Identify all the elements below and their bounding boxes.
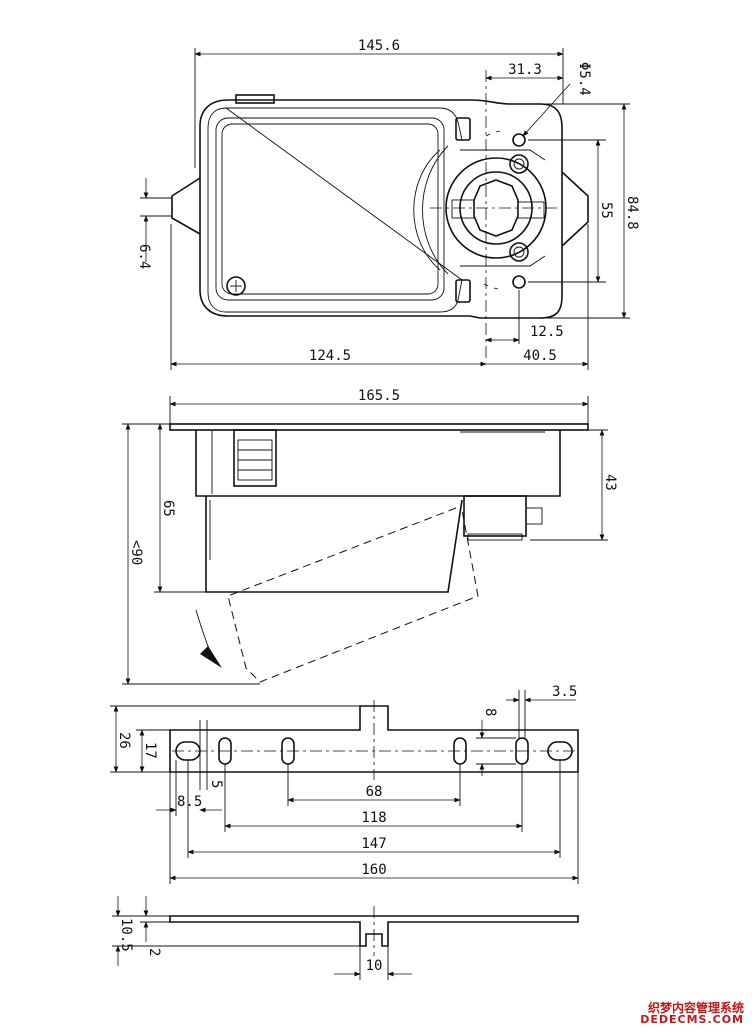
dim-118: 118 bbox=[361, 810, 386, 826]
boss-top bbox=[509, 154, 529, 174]
dim-phi-5-4: Φ5.4 bbox=[576, 62, 592, 96]
housing-inner bbox=[207, 107, 463, 313]
right-ear bbox=[561, 171, 589, 247]
bracket-outline bbox=[169, 705, 579, 773]
dim-84-8: 84.8 bbox=[624, 196, 640, 230]
dim-5: 5 bbox=[208, 780, 224, 788]
dim-65: 65 bbox=[160, 500, 176, 517]
dim-68: 68 bbox=[366, 784, 383, 800]
hole-bottom bbox=[512, 275, 526, 289]
shaft-arc bbox=[413, 149, 441, 271]
screw-icon bbox=[226, 276, 246, 296]
bracket-view: 3.5 8 26 17 5 8.5 68 118 bbox=[110, 684, 579, 884]
dim-26: 26 bbox=[116, 732, 132, 749]
dim-55: 55 bbox=[598, 202, 614, 219]
boss-bottom bbox=[509, 242, 529, 262]
clip-top bbox=[455, 117, 471, 141]
dim-40-5: 40.5 bbox=[523, 348, 557, 364]
cover-panel bbox=[215, 117, 445, 301]
left-ear bbox=[171, 177, 201, 235]
watermark: 织梦内容管理系统 DEDECMS.COM bbox=[640, 1002, 744, 1026]
dim-165-5: 165.5 bbox=[358, 388, 400, 404]
top-tab bbox=[235, 94, 275, 104]
section-view: 10.5 2 10 bbox=[112, 896, 579, 980]
dim-124-5: 124.5 bbox=[309, 348, 351, 364]
swing-outline bbox=[227, 507, 479, 683]
clip-bottom bbox=[455, 279, 471, 303]
lower-body bbox=[205, 496, 463, 593]
watermark-english: DEDECMS.COM bbox=[640, 1013, 744, 1026]
dim-160: 160 bbox=[361, 862, 386, 878]
dim-2: 2 bbox=[146, 948, 162, 956]
dim-lt-90: <90 bbox=[128, 540, 144, 565]
dim-17: 17 bbox=[142, 742, 158, 759]
dim-10: 10 bbox=[366, 958, 383, 974]
dim-31-3: 31.3 bbox=[508, 62, 542, 78]
mount-plate bbox=[169, 423, 589, 431]
section-outline bbox=[169, 915, 579, 947]
dim-43: 43 bbox=[602, 474, 618, 491]
dim-145-6: 145.6 bbox=[358, 38, 400, 54]
housing-outline bbox=[199, 99, 563, 319]
dim-8-5: 8.5 bbox=[177, 794, 202, 810]
dim-10-5: 10.5 bbox=[118, 918, 134, 952]
dim-6-4: 6.4 bbox=[136, 244, 152, 269]
dim-3-5: 3.5 bbox=[552, 684, 577, 700]
upper-body bbox=[195, 430, 561, 497]
watermark-chinese: 织梦内容管理系统 bbox=[647, 1001, 744, 1015]
top-view: 145.6 31.3 Φ5.4 84.8 55 6.4 12.5 12 bbox=[136, 38, 640, 370]
hole-top bbox=[512, 133, 526, 147]
handle-block bbox=[233, 429, 277, 487]
dim-12-5: 12.5 bbox=[530, 324, 564, 340]
side-view: 165.5 65 <90 43 bbox=[122, 388, 618, 685]
dim-147: 147 bbox=[361, 836, 386, 852]
connector-block bbox=[463, 495, 527, 537]
dim-8: 8 bbox=[482, 708, 498, 716]
